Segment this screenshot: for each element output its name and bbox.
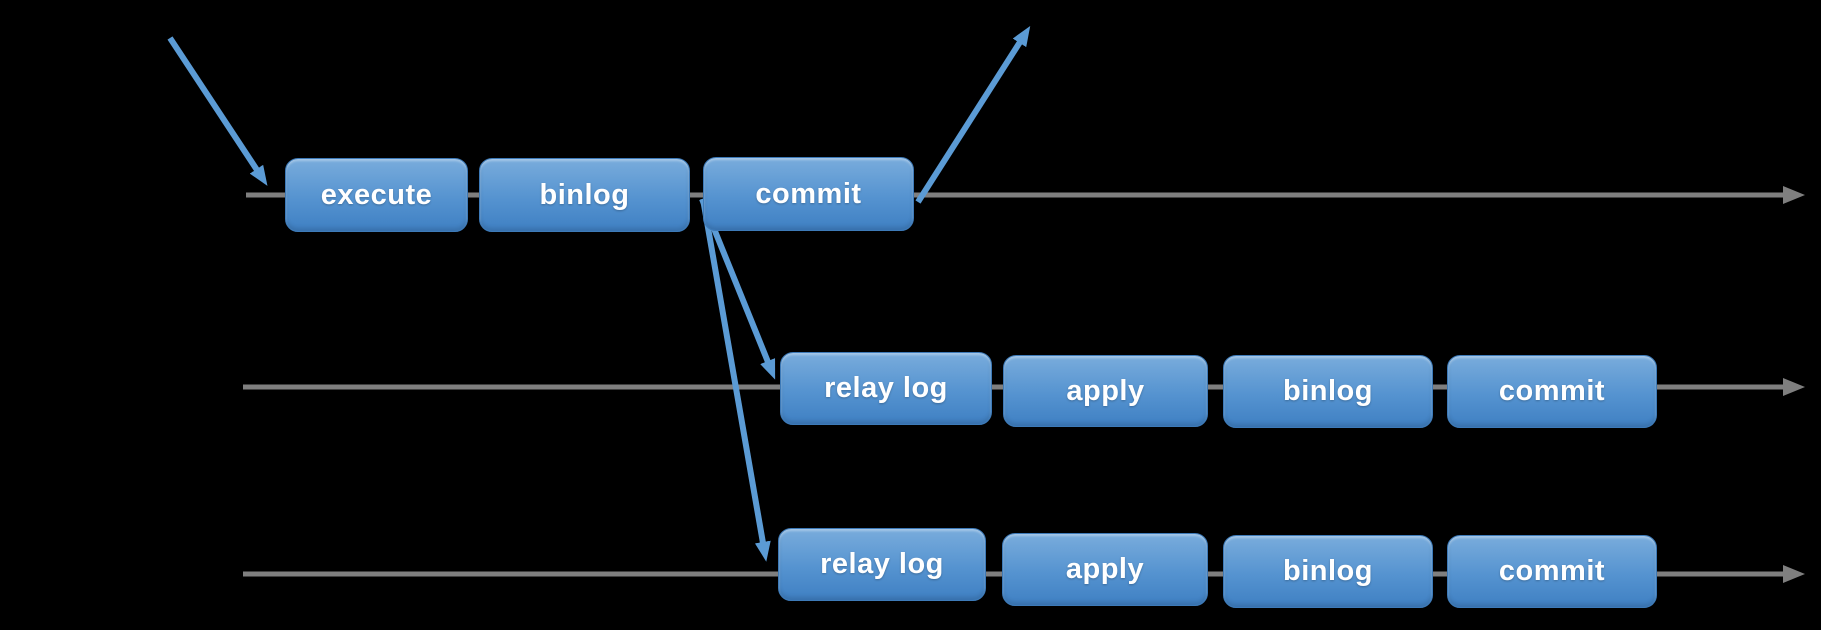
- node-binlog-replica2: binlog: [1223, 535, 1433, 608]
- node-label: binlog: [539, 178, 630, 211]
- node-execute: execute: [285, 158, 468, 232]
- node-label: relay log: [820, 548, 944, 580]
- node-label: apply: [1065, 553, 1145, 585]
- node-apply-replica1: apply: [1003, 355, 1208, 427]
- incoming-request-arrow: [167, 36, 268, 186]
- node-label: relay log: [824, 372, 948, 404]
- node-label: execute: [320, 178, 433, 211]
- node-relaylog-replica1: relay log: [780, 352, 992, 425]
- replicate-to-timeline-3-arrow: [700, 198, 771, 562]
- node-label: binlog: [1283, 375, 1373, 407]
- node-binlog-master: binlog: [479, 158, 690, 232]
- node-binlog-replica1: binlog: [1223, 355, 1433, 428]
- node-label: binlog: [1283, 555, 1373, 587]
- outgoing-ack-arrow: [915, 25, 1031, 204]
- node-label: commit: [1498, 375, 1606, 407]
- node-label: commit: [755, 177, 862, 210]
- node-commit-master: commit: [703, 157, 914, 231]
- node-label: apply: [1066, 374, 1145, 407]
- node-apply-replica2: apply: [1002, 533, 1208, 606]
- node-relaylog-replica2: relay log: [778, 528, 986, 601]
- node-label: commit: [1498, 555, 1606, 587]
- node-commit-replica2: commit: [1447, 535, 1657, 608]
- node-commit-replica1: commit: [1447, 355, 1657, 428]
